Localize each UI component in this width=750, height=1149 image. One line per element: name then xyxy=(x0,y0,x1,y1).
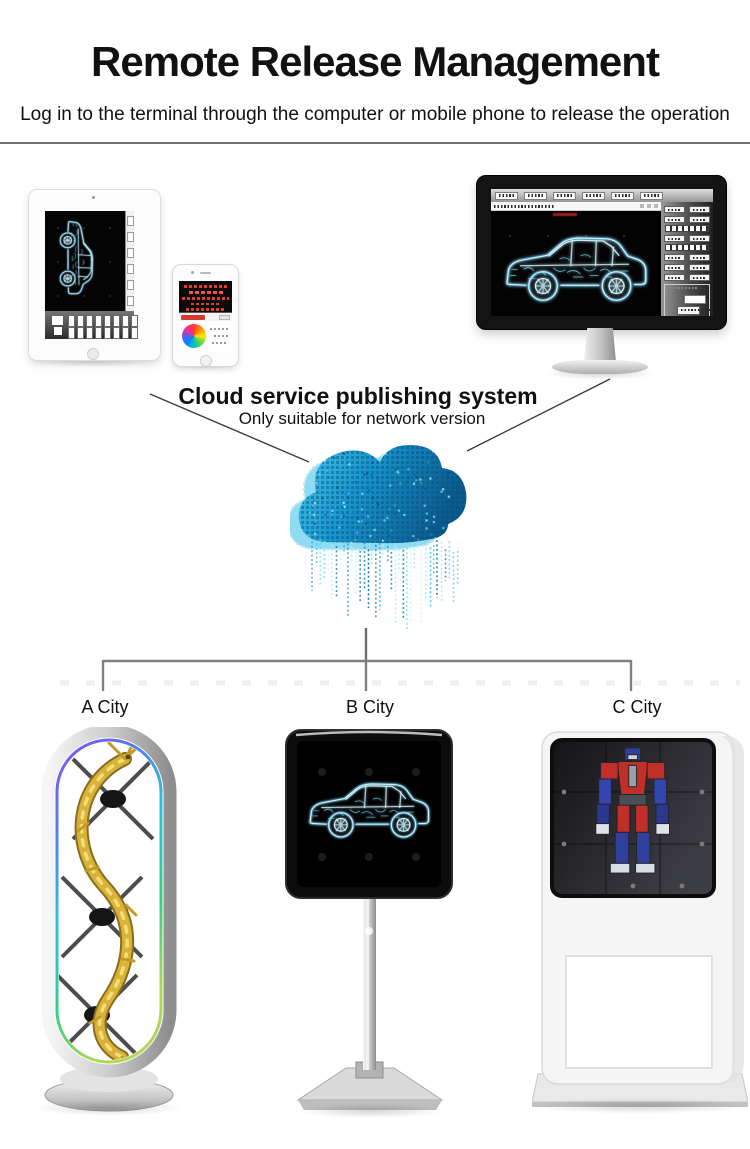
tablet-hologram-canvas xyxy=(45,211,125,311)
phone-device xyxy=(172,264,239,367)
mini-button xyxy=(126,264,134,274)
phone-led-ad-preview xyxy=(179,281,232,312)
progress-bar xyxy=(665,225,709,232)
mini-button-row xyxy=(68,327,138,339)
stand-pole xyxy=(363,898,376,1070)
software-control-panel xyxy=(661,202,713,316)
mini-panel xyxy=(54,327,62,335)
city-b-label: B City xyxy=(345,697,395,717)
city-c-label: C City xyxy=(612,697,662,717)
cloud-service-note: Only suitable for network version xyxy=(238,409,486,428)
mini-button xyxy=(219,314,230,320)
hologram-screen xyxy=(297,741,441,887)
phone-color-panel xyxy=(179,321,232,352)
mini-panel xyxy=(52,316,63,325)
mini-button xyxy=(126,216,134,226)
hologram-preview-canvas xyxy=(491,211,661,316)
divider-line xyxy=(0,142,750,144)
mini-button xyxy=(495,191,518,200)
minimize-icon xyxy=(640,204,644,208)
page-subtitle: Log in to the terminal through the compu… xyxy=(20,104,730,125)
kiosk-screen xyxy=(550,738,716,898)
suv-hologram xyxy=(54,219,101,297)
tablet-device xyxy=(28,189,161,361)
kiosk-display xyxy=(532,731,748,1107)
progress-bar xyxy=(665,244,709,251)
software-toolbar xyxy=(491,189,713,202)
mini-button xyxy=(126,232,134,242)
mini-button xyxy=(126,280,134,290)
mini-button xyxy=(181,314,205,320)
fan-blades xyxy=(59,742,155,1060)
mini-button xyxy=(553,191,576,200)
dragon-hologram xyxy=(74,742,146,1060)
phone-camera-icon xyxy=(191,271,194,274)
monitor-stand-neck xyxy=(584,328,616,362)
desktop-monitor-device xyxy=(476,175,727,330)
window-titlebar xyxy=(491,202,661,211)
tablet-screen xyxy=(45,211,138,339)
cloud-service-title: Cloud service publishing system xyxy=(178,383,538,409)
phone-speaker-icon xyxy=(200,272,211,274)
mini-button xyxy=(126,296,134,306)
mini-button xyxy=(126,248,134,258)
maximize-icon xyxy=(647,204,651,208)
mini-button-row xyxy=(68,315,138,327)
tablet-side-toolbar xyxy=(125,211,134,311)
cloud-icon xyxy=(290,444,467,630)
square-hologram-display xyxy=(285,729,453,1110)
mini-button xyxy=(582,191,605,200)
city-a-label: A City xyxy=(81,697,129,717)
mini-button xyxy=(640,191,663,200)
home-button-icon xyxy=(200,355,212,367)
device-shadow xyxy=(34,1100,184,1116)
device-shadow xyxy=(298,1104,444,1118)
tablet-camera-icon xyxy=(92,196,95,199)
tablet-control-panel xyxy=(45,311,138,339)
close-icon xyxy=(654,204,658,208)
page-title: Remote Release Management xyxy=(91,38,660,85)
suv-hologram xyxy=(501,223,651,313)
monitor-stand-base xyxy=(552,360,648,374)
mini-input xyxy=(684,295,706,304)
kiosk-lower-panel xyxy=(565,955,713,1069)
mini-button xyxy=(611,191,634,200)
holographic-fan-display xyxy=(41,727,177,1112)
data-rain xyxy=(311,536,459,630)
home-button-icon xyxy=(87,348,99,360)
mini-button xyxy=(677,306,711,315)
color-wheel-icon xyxy=(182,324,206,348)
device-shadow xyxy=(530,1098,750,1114)
robot-hologram xyxy=(595,743,670,874)
phone-screen xyxy=(179,281,232,352)
settings-group-box xyxy=(664,284,711,316)
mini-button xyxy=(524,191,547,200)
red-marker xyxy=(553,213,577,216)
monitor-screen xyxy=(491,189,713,316)
phone-action-bar xyxy=(179,312,232,321)
rgb-edge-light xyxy=(55,738,163,1064)
